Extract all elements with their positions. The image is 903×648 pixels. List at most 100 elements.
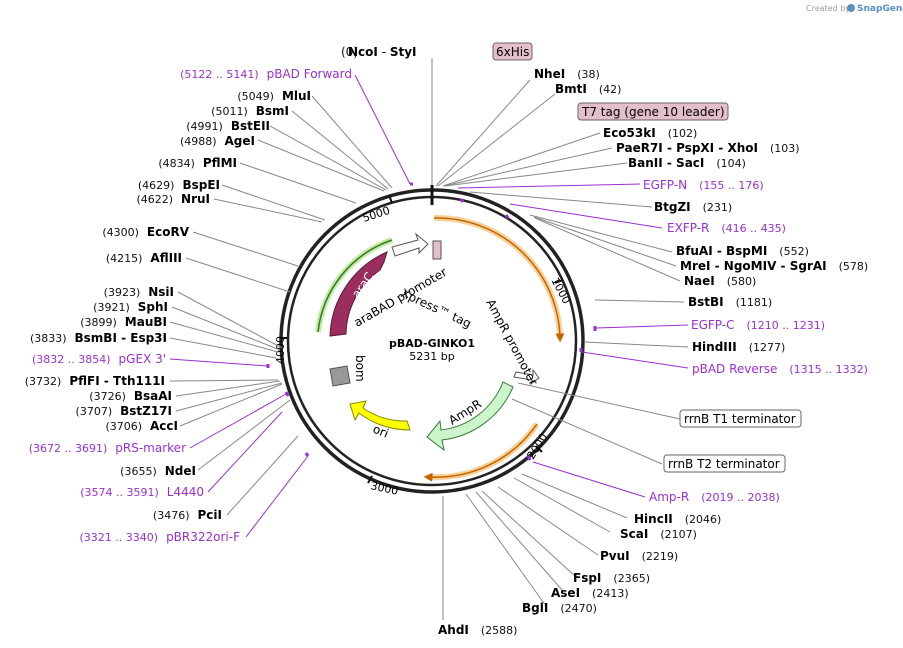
tick-marks: [280, 194, 564, 484]
site-ecorv[interactable]: EcoRV(4300): [102, 225, 189, 239]
site-bsteii[interactable]: BstEII(4991): [186, 119, 270, 133]
site-banii[interactable]: BanII - SacI(104): [628, 156, 746, 170]
site-hindiii[interactable]: HindIII(1277): [692, 340, 785, 354]
boxed-feature-rrnb-t2[interactable]: rrnB T2 terminator: [663, 454, 786, 473]
feature-xpress-tag[interactable]: [432, 240, 442, 260]
feature-bom[interactable]: [329, 365, 351, 387]
site-ncoi-styi[interactable]: NcoI - StyI: [348, 45, 417, 59]
feature-ampr[interactable]: [426, 381, 514, 452]
site-name: NheI: [534, 67, 565, 81]
site-name: AgeI: [225, 134, 255, 148]
primer-pgex-3[interactable]: pGEX 3'(3832 .. 3854): [32, 352, 166, 366]
boxed-feature-t7-tag[interactable]: T7 tag (gene 10 leader): [577, 102, 729, 121]
boxed-feature-6xhis[interactable]: 6xHis: [492, 42, 533, 61]
site-name: SphI: [138, 300, 168, 314]
site-position: (3899): [80, 316, 117, 329]
site-position: (552): [779, 245, 809, 258]
site-eco53ki[interactable]: Eco53kI(102): [603, 126, 697, 140]
site-name: MluI: [282, 89, 311, 103]
site-bfuai[interactable]: BfuAI - BspMI(552): [676, 244, 809, 258]
primer-pbad-reverse[interactable]: pBAD Reverse(1315 .. 1332): [692, 362, 868, 376]
snapgene-logo-icon: [847, 4, 855, 12]
site-name: AccI: [150, 419, 178, 433]
site-bstz17i[interactable]: BstZ17I(3707): [76, 404, 172, 418]
feature-ori-label: ori: [371, 422, 391, 441]
feature-arabad-promoter[interactable]: [391, 232, 429, 257]
site-bspei[interactable]: BspEI(4629): [138, 178, 220, 192]
primer-position: (1315 .. 1332): [789, 363, 868, 376]
site-pvui[interactable]: PvuI (2219): [600, 549, 678, 563]
site-position: (42): [599, 83, 622, 96]
site-sphi[interactable]: SphI (3921): [93, 300, 168, 314]
orf-arc-3: [317, 239, 393, 333]
primer-egfp-c[interactable]: EGFP-C(1210 .. 1231): [691, 318, 825, 332]
primer-name: EGFP-N: [643, 178, 687, 192]
primer-pbr322ori-f[interactable]: pBR322ori-F (3321 .. 3340): [80, 530, 241, 544]
site-nrui[interactable]: NruI(4622): [136, 192, 210, 206]
primer-name: pBR322ori-F: [166, 530, 240, 544]
site-position: (2413): [592, 587, 629, 600]
primer-position: (2019 .. 2038): [701, 491, 780, 504]
primer-position: (3832 .. 3854): [32, 353, 111, 366]
site-position: (4622): [136, 193, 173, 206]
site-nhei[interactable]: NheI (38): [534, 67, 600, 81]
site-scai[interactable]: ScaI(2107): [620, 527, 697, 541]
site-position: (2470): [560, 602, 597, 615]
primer-amp-r[interactable]: Amp-R(2019 .. 2038): [649, 490, 780, 504]
site-pflmi[interactable]: PflMI(4834): [158, 156, 237, 170]
site-position: (3923): [104, 286, 141, 299]
site-position: (578): [839, 260, 869, 273]
site-nsii[interactable]: NsiI(3923): [104, 285, 174, 299]
site-bsmbi[interactable]: BsmBI - Esp3I(3833): [30, 331, 167, 345]
site-name: PvuI: [600, 549, 630, 563]
site-name: Eco53kI: [603, 126, 656, 140]
site-name: BstZ17I: [120, 404, 172, 418]
site-pflfi[interactable]: PflFI - Tth111I(3732): [25, 374, 165, 388]
site-bstbi[interactable]: BstBI(1181): [688, 295, 772, 309]
site-name: HincII: [634, 512, 673, 526]
site-position: (2365): [613, 572, 650, 585]
primer-egfp-n[interactable]: EGFP-N(155 .. 176): [643, 178, 764, 192]
site-bmti[interactable]: BmtI(42): [555, 82, 621, 96]
site-bgli[interactable]: BglI (2470): [522, 601, 597, 615]
primer-name: EGFP-C: [691, 318, 734, 332]
site-position: (4629): [138, 179, 175, 192]
primer-prs-marker[interactable]: pRS-marker(3672 .. 3691): [29, 441, 186, 455]
site-position: (3921): [93, 301, 130, 314]
site-hincii[interactable]: HincII(2046): [634, 512, 721, 526]
feature-ori[interactable]: [349, 400, 411, 431]
site-position: (2588): [481, 624, 518, 637]
site-maubi[interactable]: MauBI(3899): [80, 315, 167, 329]
site-name: NcoI: [348, 45, 378, 59]
site-position: (2219): [642, 550, 679, 563]
site-paer7i[interactable]: PaeR7I - PspXI - XhoI(103): [616, 141, 800, 155]
site-asei[interactable]: AseI(2413): [551, 586, 629, 600]
site-bsaai[interactable]: BsaAI(3726): [89, 389, 172, 403]
site-btgzi[interactable]: BtgZI(231): [654, 200, 732, 214]
site-name: BstBI: [688, 295, 724, 309]
site-mlui[interactable]: MluI(5049): [237, 89, 311, 103]
site-name: BglI: [522, 601, 548, 615]
site-afliii[interactable]: AflIII(4215): [106, 251, 182, 265]
site-position: (38): [577, 68, 600, 81]
primer-position: (3321 .. 3340): [80, 531, 159, 544]
primer-name: EXFP-R: [667, 221, 709, 235]
site-acci[interactable]: AccI (3706): [105, 419, 178, 433]
feature-ampr-promoter[interactable]: [513, 368, 540, 386]
site-name: NdeI: [165, 464, 196, 478]
left-leaders: [169, 74, 411, 538]
site-fspi[interactable]: FspI(2365): [573, 571, 650, 585]
site-mrei[interactable]: MreI - NgoMIV - SgrAI(578): [680, 259, 868, 273]
site-naei[interactable]: NaeI(580): [684, 274, 756, 288]
boxed-feature-rrnb-t1[interactable]: rrnB T1 terminator: [679, 409, 802, 428]
site-agei[interactable]: AgeI(4988): [180, 134, 255, 148]
primer-exfp-r[interactable]: EXFP-R(416 .. 435): [667, 221, 786, 235]
feature-arac[interactable]: [329, 251, 388, 337]
site-position: (3706): [105, 420, 142, 433]
site-ahdi[interactable]: AhdI(2588): [438, 623, 517, 637]
primer-pbad-forward[interactable]: pBAD Forward(5122 .. 5141): [180, 67, 352, 81]
primer-l4440[interactable]: L4440(3574 .. 3591): [80, 485, 204, 499]
site-bsmi[interactable]: BsmI(5011): [211, 104, 289, 118]
site-ndei[interactable]: NdeI(3655): [120, 464, 196, 478]
site-pcii[interactable]: PciI(3476): [153, 508, 222, 522]
